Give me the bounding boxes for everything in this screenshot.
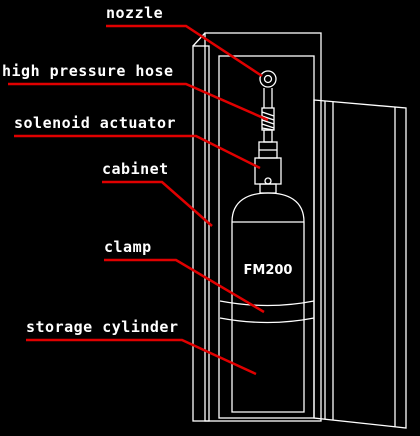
- clamp-part: [219, 300, 315, 324]
- hose-part: [261, 88, 275, 143]
- cylinder-label: FM200: [244, 263, 293, 278]
- cabinet-door: [313, 99, 407, 429]
- label-cylinder: storage cylinder: [26, 318, 179, 336]
- cabinet-body: [192, 32, 322, 422]
- leader-hose: [8, 82, 269, 122]
- label-hose: high pressure hose: [2, 62, 174, 80]
- nozzle-part: [259, 70, 277, 88]
- leader-cabinet: [102, 180, 213, 227]
- leader-clamp: [104, 258, 265, 314]
- label-nozzle: nozzle: [106, 4, 164, 22]
- storage-cylinder-part: [231, 192, 305, 413]
- label-clamp: clamp: [104, 238, 152, 256]
- leader-cylinder: [26, 338, 257, 376]
- label-actuator: solenoid actuator: [14, 114, 177, 132]
- leader-actuator: [14, 134, 261, 170]
- leader-nozzle: [106, 24, 263, 78]
- actuator-part: [254, 141, 282, 194]
- label-cabinet: cabinet: [102, 160, 169, 178]
